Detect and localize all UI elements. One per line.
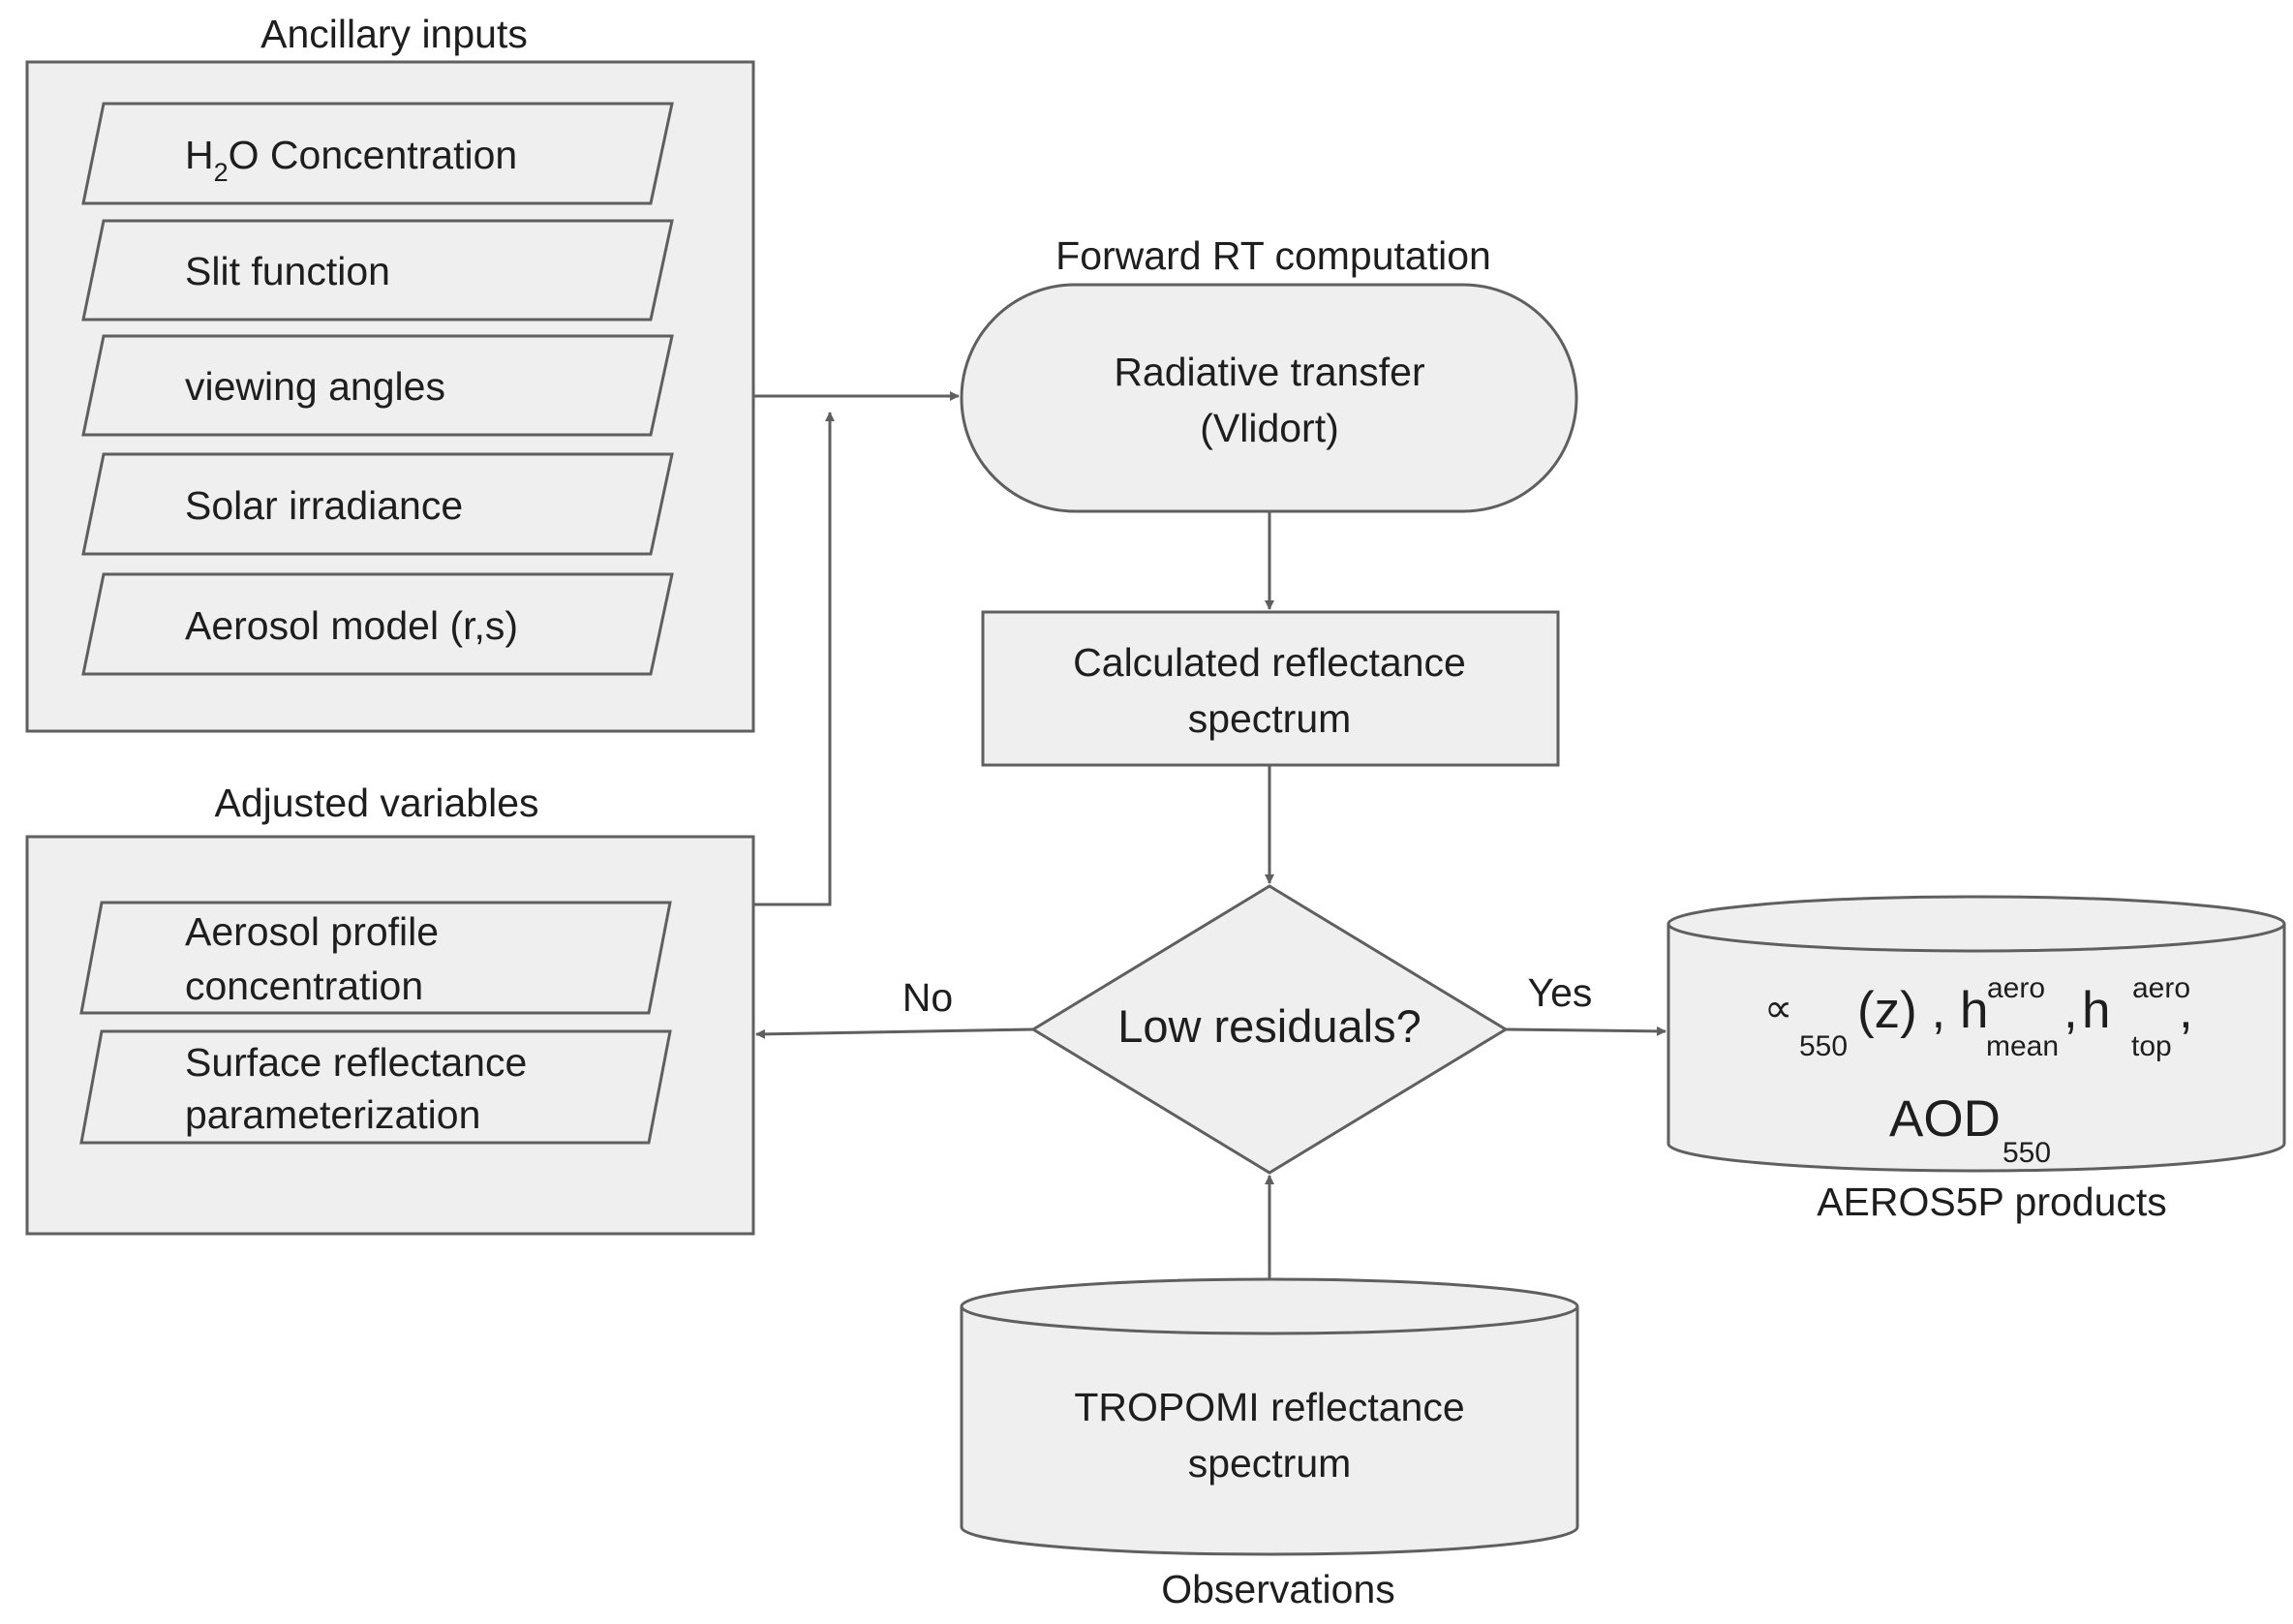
low-residuals-label: Low residuals? — [1117, 1000, 1422, 1052]
observations-caption: Observations — [1161, 1567, 1395, 1611]
svg-text:mean: mean — [1986, 1030, 2059, 1062]
svg-text:,: , — [2179, 982, 2193, 1039]
products-cylinder-rim — [1666, 923, 2286, 953]
input-parallelogram — [81, 102, 674, 205]
svg-text:550: 550 — [2003, 1137, 2051, 1169]
viewing-angles-label: viewing angles — [185, 364, 445, 409]
no-label: No — [902, 975, 953, 1020]
radiative-transfer-label: Radiative transfer(Vlidort) — [1114, 350, 1424, 450]
aerosol-model-label: Aerosol model (r,s) — [185, 603, 518, 648]
h2o-label: H2O Concentration — [185, 133, 517, 187]
svg-text:(z) , h: (z) , h — [1857, 982, 1988, 1039]
observations-cylinder — [960, 1277, 1579, 1556]
adjusted-title: Adjusted variables — [214, 781, 538, 825]
svg-text:aero: aero — [2132, 972, 2190, 1004]
ancillary-item-slit-function: Slit function — [81, 219, 674, 322]
forward-rt-title: Forward RT computation — [1055, 233, 1491, 278]
ancillary-item-viewing-angles: viewing angles — [81, 334, 674, 437]
products-cylinder — [1666, 895, 2286, 1173]
ancillary-item-h2o: H2O Concentration — [81, 102, 674, 205]
input-parallelogram — [81, 572, 674, 676]
arrow-decision-no — [755, 1027, 1034, 1039]
ancillary-item-aerosol-model: Aerosol model (r,s) — [81, 572, 674, 676]
svg-text:top: top — [2131, 1030, 2172, 1062]
svg-text:∝: ∝ — [1764, 986, 1792, 1030]
svg-text:,: , — [2064, 982, 2078, 1039]
input-parallelogram — [81, 219, 674, 322]
input-parallelogram — [79, 901, 672, 1015]
arrow-decision-yes — [1505, 1026, 1666, 1036]
ancillary-item-solar-irradiance: Solar irradiance — [81, 452, 674, 556]
svg-text:h: h — [2082, 982, 2110, 1039]
svg-text:550: 550 — [1799, 1030, 1848, 1062]
input-parallelogram — [81, 334, 674, 437]
input-parallelogram — [79, 1029, 672, 1145]
observations-cylinder-rim — [960, 1305, 1579, 1335]
ancillary-title: Ancillary inputs — [260, 12, 528, 56]
arrow-adjusted-to-rt — [753, 412, 835, 906]
solar-irradiance-label: Solar irradiance — [185, 483, 463, 528]
products-caption: AEROS5P products — [1817, 1180, 2167, 1224]
yes-label: Yes — [1528, 970, 1593, 1015]
svg-text:AOD: AOD — [1889, 1090, 2001, 1148]
radiative-transfer-terminal — [960, 283, 1578, 513]
products-formula: ∝ 550 (z) , h aero mean , h aero top , A… — [1764, 972, 2193, 1169]
calculated-reflectance-box — [981, 610, 1560, 767]
slit-function-label: Slit function — [185, 249, 390, 293]
low-residuals-decision — [1030, 884, 1509, 1175]
input-parallelogram — [81, 452, 674, 556]
svg-text:aero: aero — [1987, 972, 2045, 1004]
